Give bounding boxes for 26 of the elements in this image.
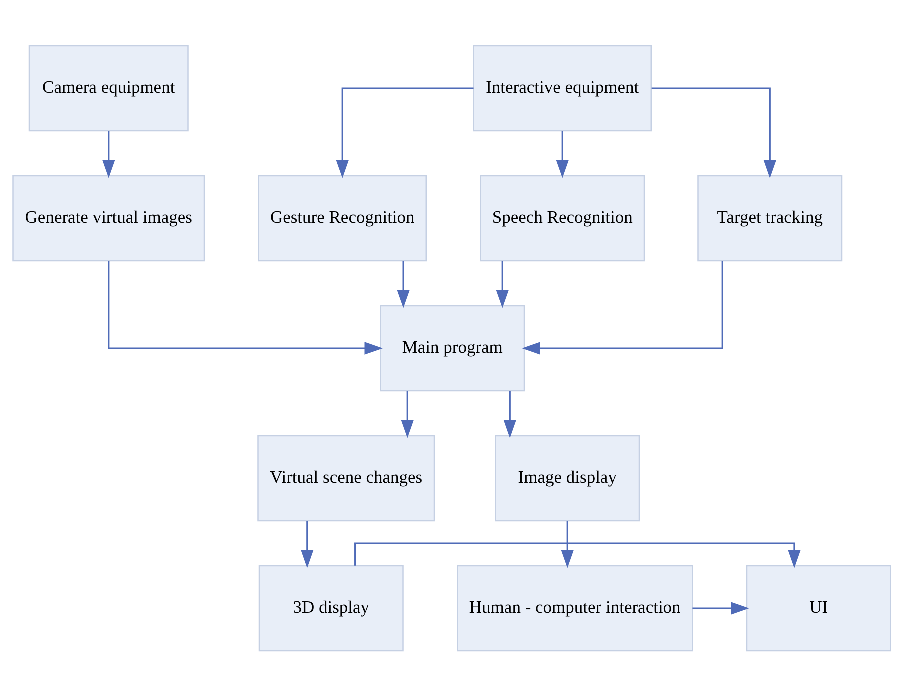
node-box: Generate virtual images bbox=[12, 175, 206, 262]
arrow bbox=[301, 521, 314, 568]
node-box: Interactive equipment bbox=[473, 45, 652, 132]
arrow bbox=[108, 261, 384, 355]
node-box: Target tracking bbox=[698, 175, 843, 262]
node-box: 3D display bbox=[258, 565, 404, 652]
arrow bbox=[397, 261, 410, 308]
arrow bbox=[556, 131, 570, 178]
node-box: Camera equipment bbox=[28, 45, 189, 132]
arrow bbox=[504, 391, 517, 438]
node-box: Speech Recognition bbox=[480, 175, 646, 262]
arrow bbox=[401, 391, 414, 438]
node-box: Main program bbox=[380, 305, 526, 392]
arrow bbox=[522, 261, 724, 355]
node-box: Image display bbox=[495, 435, 640, 522]
arrow bbox=[692, 602, 750, 615]
node-box: UI bbox=[746, 565, 892, 652]
node-box: Virtual scene changes bbox=[258, 435, 436, 522]
arrow bbox=[496, 261, 510, 308]
arrow bbox=[336, 88, 474, 178]
arrow bbox=[652, 88, 777, 178]
arrow bbox=[354, 542, 801, 568]
arrow bbox=[561, 521, 574, 568]
node-box: Gesture Recognition bbox=[258, 175, 427, 262]
node-box: Human - computer interaction bbox=[457, 565, 694, 652]
arrow bbox=[102, 131, 116, 178]
